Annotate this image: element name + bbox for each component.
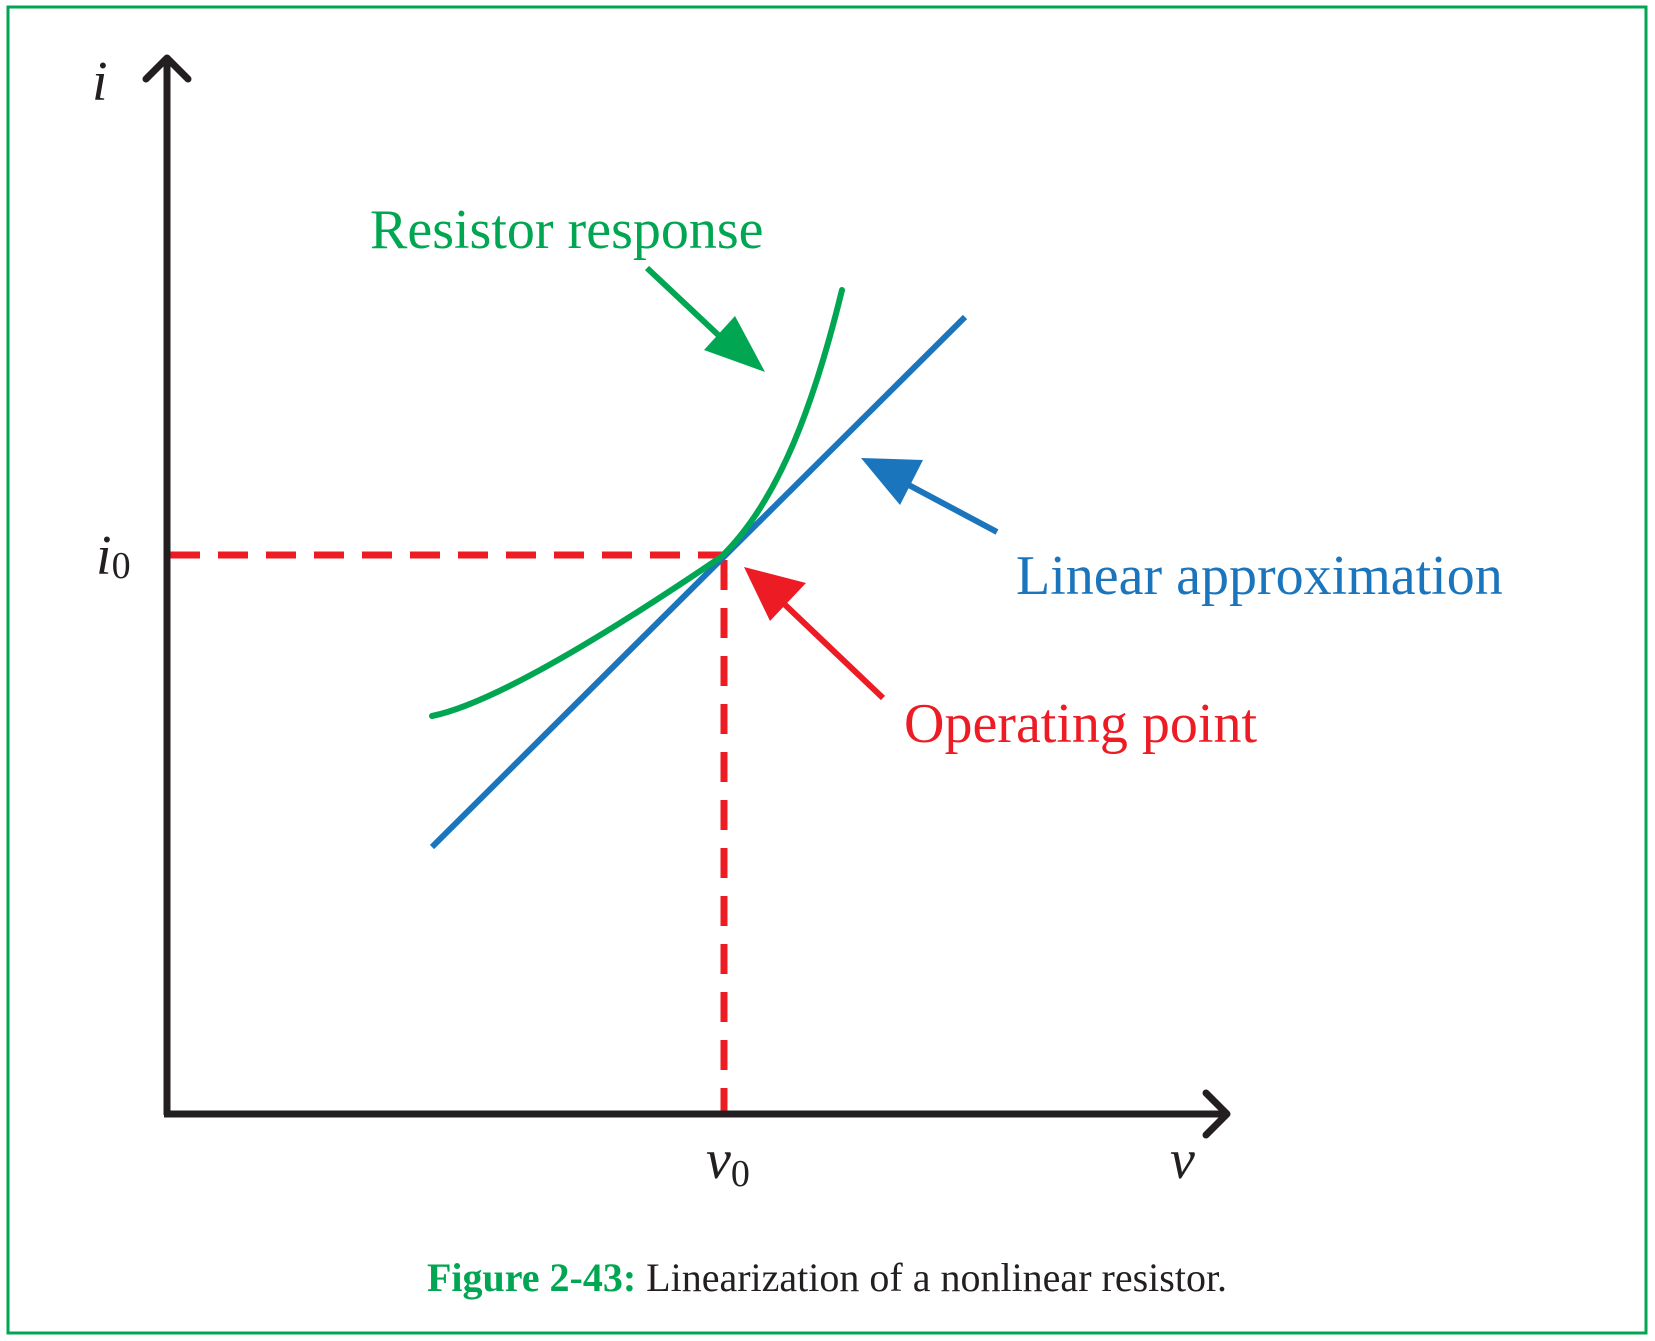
- x-axis-arrow-icon: [1202, 1089, 1231, 1139]
- caption-text: Linearization of a nonlinear resistor.: [636, 1255, 1227, 1300]
- i0-label-subscript: 0: [112, 545, 131, 587]
- linear-approximation-label: Linear approximation: [1016, 545, 1503, 607]
- resistor-response-arrow-icon: [704, 316, 765, 372]
- v0-label: v0: [706, 1129, 750, 1195]
- i0-label: i0: [96, 525, 131, 587]
- resistor-response-curve: [429, 287, 845, 719]
- operating-point-arrow-shaft: [777, 597, 886, 701]
- caption-number: Figure 2-43:: [427, 1255, 636, 1300]
- operating-point-label: Operating point: [904, 693, 1257, 755]
- linear-approximation-line: [429, 314, 968, 850]
- operating-point-arrow-icon: [744, 567, 806, 621]
- linear-approximation-arrow-icon: [861, 458, 923, 505]
- figure-caption: Figure 2-43: Linearization of a nonlinea…: [427, 1255, 1227, 1300]
- x-axis-label: v: [1170, 1129, 1195, 1191]
- figure-frame: [6, 5, 1648, 1335]
- v0-label-subscript: 0: [731, 1153, 750, 1195]
- resistor-response-label: Resistor response: [370, 199, 764, 261]
- i0-label-main: i: [96, 525, 112, 587]
- y-axis-label: i: [92, 51, 108, 113]
- resistor-response-arrow-shaft: [644, 265, 733, 349]
- v0-label-main: v: [706, 1129, 731, 1191]
- y-axis-arrow-icon: [142, 54, 192, 83]
